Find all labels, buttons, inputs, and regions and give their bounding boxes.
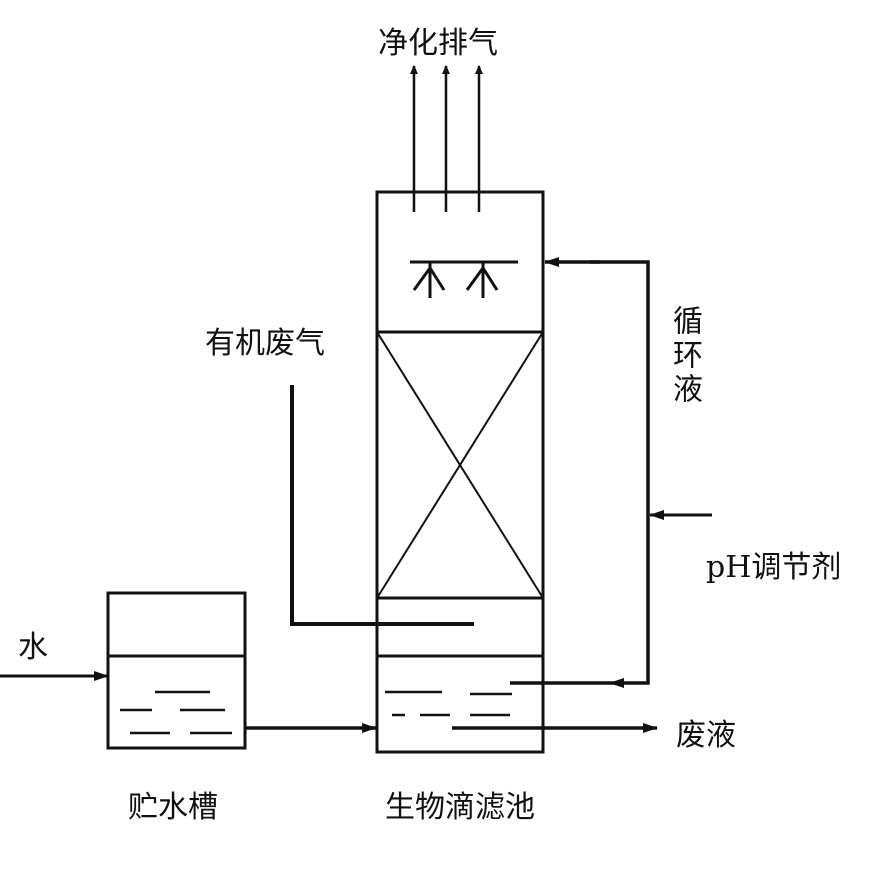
label-biotrickling-filter: 生物滴滤池 [385, 790, 535, 825]
label-circulating-liquid: 循环液 [667, 305, 702, 407]
packing-cross-2 [376, 331, 544, 599]
label-purified-exhaust: 净化排气 [378, 26, 498, 61]
label-waste-liquid: 废液 [676, 718, 736, 753]
label-ph-regulator: pH调节剂 [706, 550, 842, 585]
recirculation-pipe [510, 260, 650, 685]
organic-gas-pipe [290, 385, 474, 626]
spray-nozzle-icon [410, 260, 518, 298]
tower-body [375, 190, 545, 754]
label-storage-tank: 贮水槽 [128, 790, 218, 825]
label-organic-waste-gas: 有机废气 [205, 326, 325, 361]
storage-tank-body [106, 591, 247, 750]
water-dashes [120, 690, 512, 735]
label-water: 水 [18, 630, 48, 665]
